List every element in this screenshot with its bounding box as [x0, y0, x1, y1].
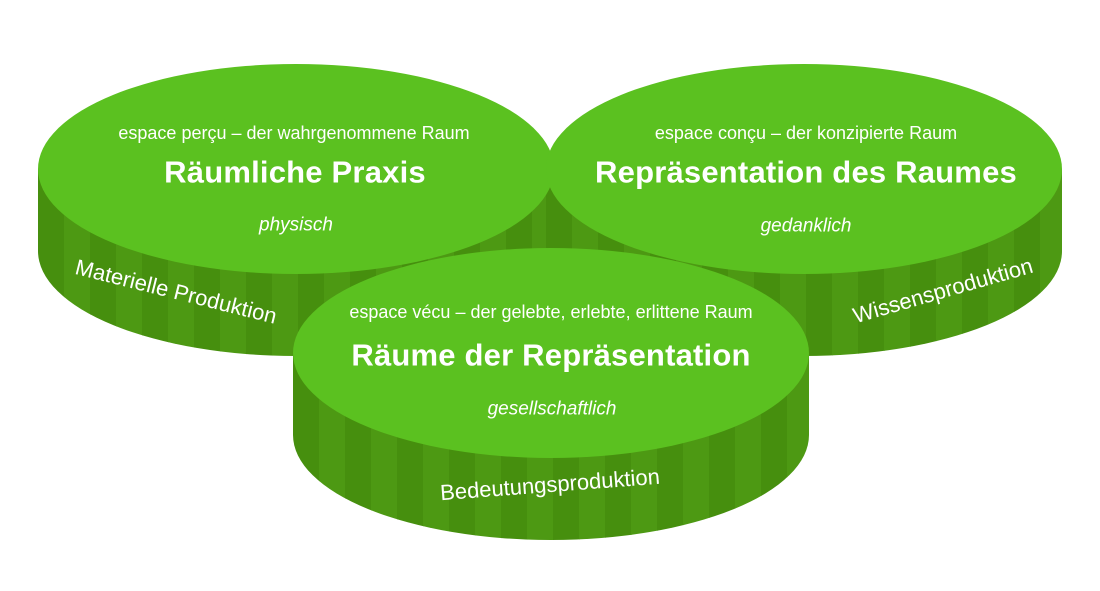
disk-top [546, 64, 1062, 274]
disk1-french-label: espace perçu – der wahrgenommene Raum [118, 123, 470, 143]
disk-top [38, 64, 554, 274]
disk2-french-label: espace conçu – der konzipierte Raum [654, 123, 958, 143]
disk1-attribute-label: physisch [259, 214, 333, 236]
disk3-title: Räume der Repräsentation [351, 337, 751, 373]
disk-top [293, 248, 809, 458]
disk2-title: Repräsentation des Raumes [595, 154, 1017, 190]
disk3-attribute-label: gesellschaftlich [487, 398, 617, 420]
disk2-attribute-label: gedanklich [760, 215, 852, 237]
disk1-title: Räumliche Praxis [164, 154, 426, 190]
disk3-french-label: espace vécu – der gelebte, erlebte, erli… [349, 302, 753, 322]
